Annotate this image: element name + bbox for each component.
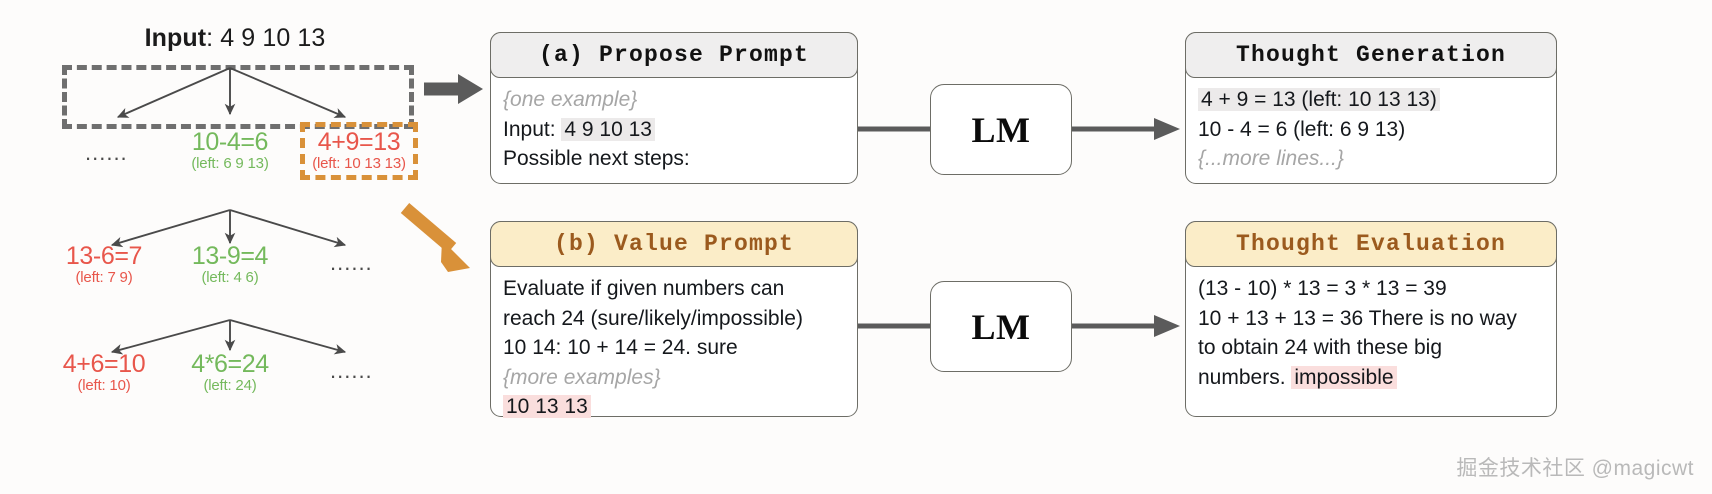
lm-box-bottom-label: LM bbox=[971, 306, 1031, 347]
propose-prompt-body: {one example} Input: 4 9 10 13 Possible … bbox=[491, 78, 857, 182]
level3-ellipsis: ...... bbox=[330, 358, 373, 383]
tree-input-line: Input: 4 9 10 13 bbox=[0, 24, 470, 53]
thought-evaluation-line-3-prefix: numbers. bbox=[1198, 365, 1292, 389]
level2-ellipsis: ...... bbox=[330, 250, 373, 275]
thought-generation-line-2: {...more lines...} bbox=[1198, 147, 1344, 171]
value-prompt-body: Evaluate if given numbers can reach 24 (… bbox=[491, 267, 857, 430]
thought-generation-title: Thought Generation bbox=[1185, 32, 1557, 78]
thought-evaluation-card: Thought Evaluation (13 - 10) * 13 = 3 * … bbox=[1185, 221, 1557, 417]
level3-node-4-6-mul: 4*6=24 (left: 24) bbox=[168, 350, 292, 395]
tree-input-value: : 4 9 10 13 bbox=[206, 24, 326, 52]
level2-node-13-9: 13-9=4 (left: 4 6) bbox=[168, 242, 292, 287]
lm-box-top: LM bbox=[930, 84, 1072, 175]
lm-box-bottom: LM bbox=[930, 281, 1072, 372]
thought-generation-selected-highlight: 4 + 9 = 13 (left: 10 13 13) bbox=[1198, 88, 1440, 111]
value-prompt-line-4-wrap: 10 13 13 bbox=[503, 392, 845, 422]
tree-input-label: Input bbox=[144, 24, 207, 52]
level1-node-4-9-left: (left: 10 13 13) bbox=[312, 155, 406, 172]
level1-node-10-4: 10-4=6 (left: 6 9 13) bbox=[168, 128, 292, 173]
propose-prompt-line-1: Input: 4 9 10 13 bbox=[503, 115, 845, 145]
level2-node-13-9-left: (left: 4 6) bbox=[201, 269, 259, 286]
value-prompt-line-3: {more examples} bbox=[503, 365, 661, 389]
thought-generation-line-0-wrap: 4 + 9 = 13 (left: 10 13 13) bbox=[1198, 85, 1544, 115]
level3-node-4-6-mul-expr: 4*6=24 bbox=[191, 350, 269, 378]
propose-prompt-line-0: {one example} bbox=[503, 88, 638, 111]
level2-node-13-6: 13-6=7 (left: 7 9) bbox=[42, 242, 166, 287]
value-prompt-card: (b) Value Prompt Evaluate if given numbe… bbox=[490, 221, 858, 419]
thought-evaluation-verdict-highlight: impossible bbox=[1291, 365, 1397, 389]
propose-prompt-card: (a) Propose Prompt {one example} Input: … bbox=[490, 32, 858, 184]
level1-node-4-9-selected: 4+9=13 (left: 10 13 13) bbox=[297, 128, 421, 173]
thought-generation-body: 4 + 9 = 13 (left: 10 13 13) 10 - 4 = 6 (… bbox=[1186, 78, 1556, 182]
thought-evaluation-line-1: 10 + 13 + 13 = 36 There is no way bbox=[1198, 306, 1517, 330]
value-prompt-query-highlight: 10 13 13 bbox=[503, 395, 591, 419]
thought-evaluation-title: Thought Evaluation bbox=[1185, 221, 1557, 267]
propose-prompt-line-2: Possible next steps: bbox=[503, 147, 690, 171]
level2-node-13-6-expr: 13-6=7 bbox=[65, 242, 143, 270]
thought-evaluation-line-0: (13 - 10) * 13 = 3 * 13 = 39 bbox=[1198, 277, 1447, 300]
level3-node-4-6-add-left: (left: 10) bbox=[77, 377, 131, 394]
connector-lm-to-generation bbox=[1072, 118, 1180, 140]
propose-prompt-input-highlight: 4 9 10 13 bbox=[561, 117, 655, 141]
thought-generation-card: Thought Generation 4 + 9 = 13 (left: 10 … bbox=[1185, 32, 1557, 184]
value-prompt-title: (b) Value Prompt bbox=[490, 221, 858, 267]
level1-node-10-4-left: (left: 6 9 13) bbox=[191, 155, 269, 172]
thought-evaluation-line-2: to obtain 24 with these big bbox=[1198, 336, 1443, 360]
thought-evaluation-line-3: numbers. impossible bbox=[1198, 363, 1544, 393]
selected-node-dashed-region bbox=[300, 122, 418, 180]
value-prompt-line-2: 10 14: 10 + 14 = 24. sure bbox=[503, 336, 738, 360]
thought-evaluation-body: (13 - 10) * 13 = 3 * 13 = 39 10 + 13 + 1… bbox=[1186, 267, 1556, 400]
value-prompt-line-0: Evaluate if given numbers can bbox=[503, 277, 785, 300]
level1-node-10-4-expr: 10-4=6 bbox=[191, 128, 269, 156]
connector-lm-to-evaluation bbox=[1072, 315, 1180, 337]
level2-node-13-6-left: (left: 7 9) bbox=[75, 269, 133, 286]
level2-node-13-9-expr: 13-9=4 bbox=[191, 242, 269, 270]
level1-dashed-region bbox=[62, 65, 414, 129]
thought-generation-line-1: 10 - 4 = 6 (left: 6 9 13) bbox=[1198, 117, 1406, 141]
level3-node-4-6-add-expr: 4+6=10 bbox=[62, 350, 146, 378]
level3-node-4-6-add: 4+6=10 (left: 10) bbox=[42, 350, 166, 395]
watermark: 掘金技术社区 @magicwt bbox=[1456, 457, 1694, 480]
propose-prompt-title: (a) Propose Prompt bbox=[490, 32, 858, 78]
propose-prompt-line-1-prefix: Input: bbox=[503, 117, 562, 141]
level1-ellipsis: ...... bbox=[85, 140, 128, 165]
value-prompt-line-1: reach 24 (sure/likely/impossible) bbox=[503, 306, 803, 330]
lm-box-top-label: LM bbox=[971, 109, 1031, 150]
level3-node-4-6-mul-left: (left: 24) bbox=[203, 377, 257, 394]
level1-node-4-9-expr: 4+9=13 bbox=[317, 128, 401, 156]
tree-of-thoughts-panel: Input: 4 9 10 13 ...... 10-4=6 (left: 6 … bbox=[0, 0, 470, 494]
